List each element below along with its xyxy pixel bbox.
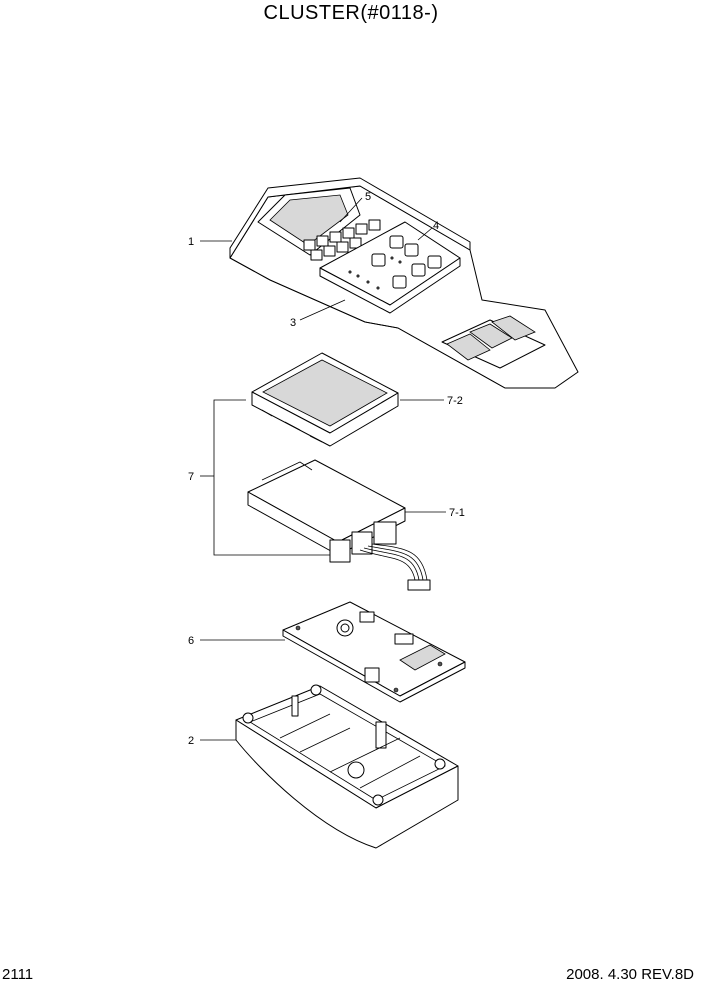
callout-2: 2: [188, 735, 194, 747]
callout-1: 1: [188, 236, 194, 248]
callout-7-1: 7-1: [449, 507, 465, 519]
part-lcd-module: [247, 459, 431, 591]
callout-5: 5: [365, 191, 371, 203]
part-rear-case: [235, 684, 459, 849]
leader-lines: [200, 197, 446, 741]
keypad-5: [303, 219, 381, 261]
callout-4: 4: [433, 220, 439, 232]
part-lcd-frame: [251, 352, 399, 447]
page-title: CLUSTER(#0118-): [263, 2, 439, 24]
revision-date: 2008. 4.30 REV.8D: [566, 966, 694, 983]
switch-panel-3-4: [319, 221, 461, 314]
part-pcb: [282, 601, 466, 703]
callout-7: 7: [188, 471, 194, 483]
callout-3: 3: [290, 317, 296, 329]
callout-6: 6: [188, 635, 194, 647]
callout-7-2: 7-2: [447, 395, 463, 407]
page-number: 2111: [2, 966, 34, 983]
part-front-cover: [229, 177, 579, 389]
lower-switch-block: [441, 315, 546, 369]
